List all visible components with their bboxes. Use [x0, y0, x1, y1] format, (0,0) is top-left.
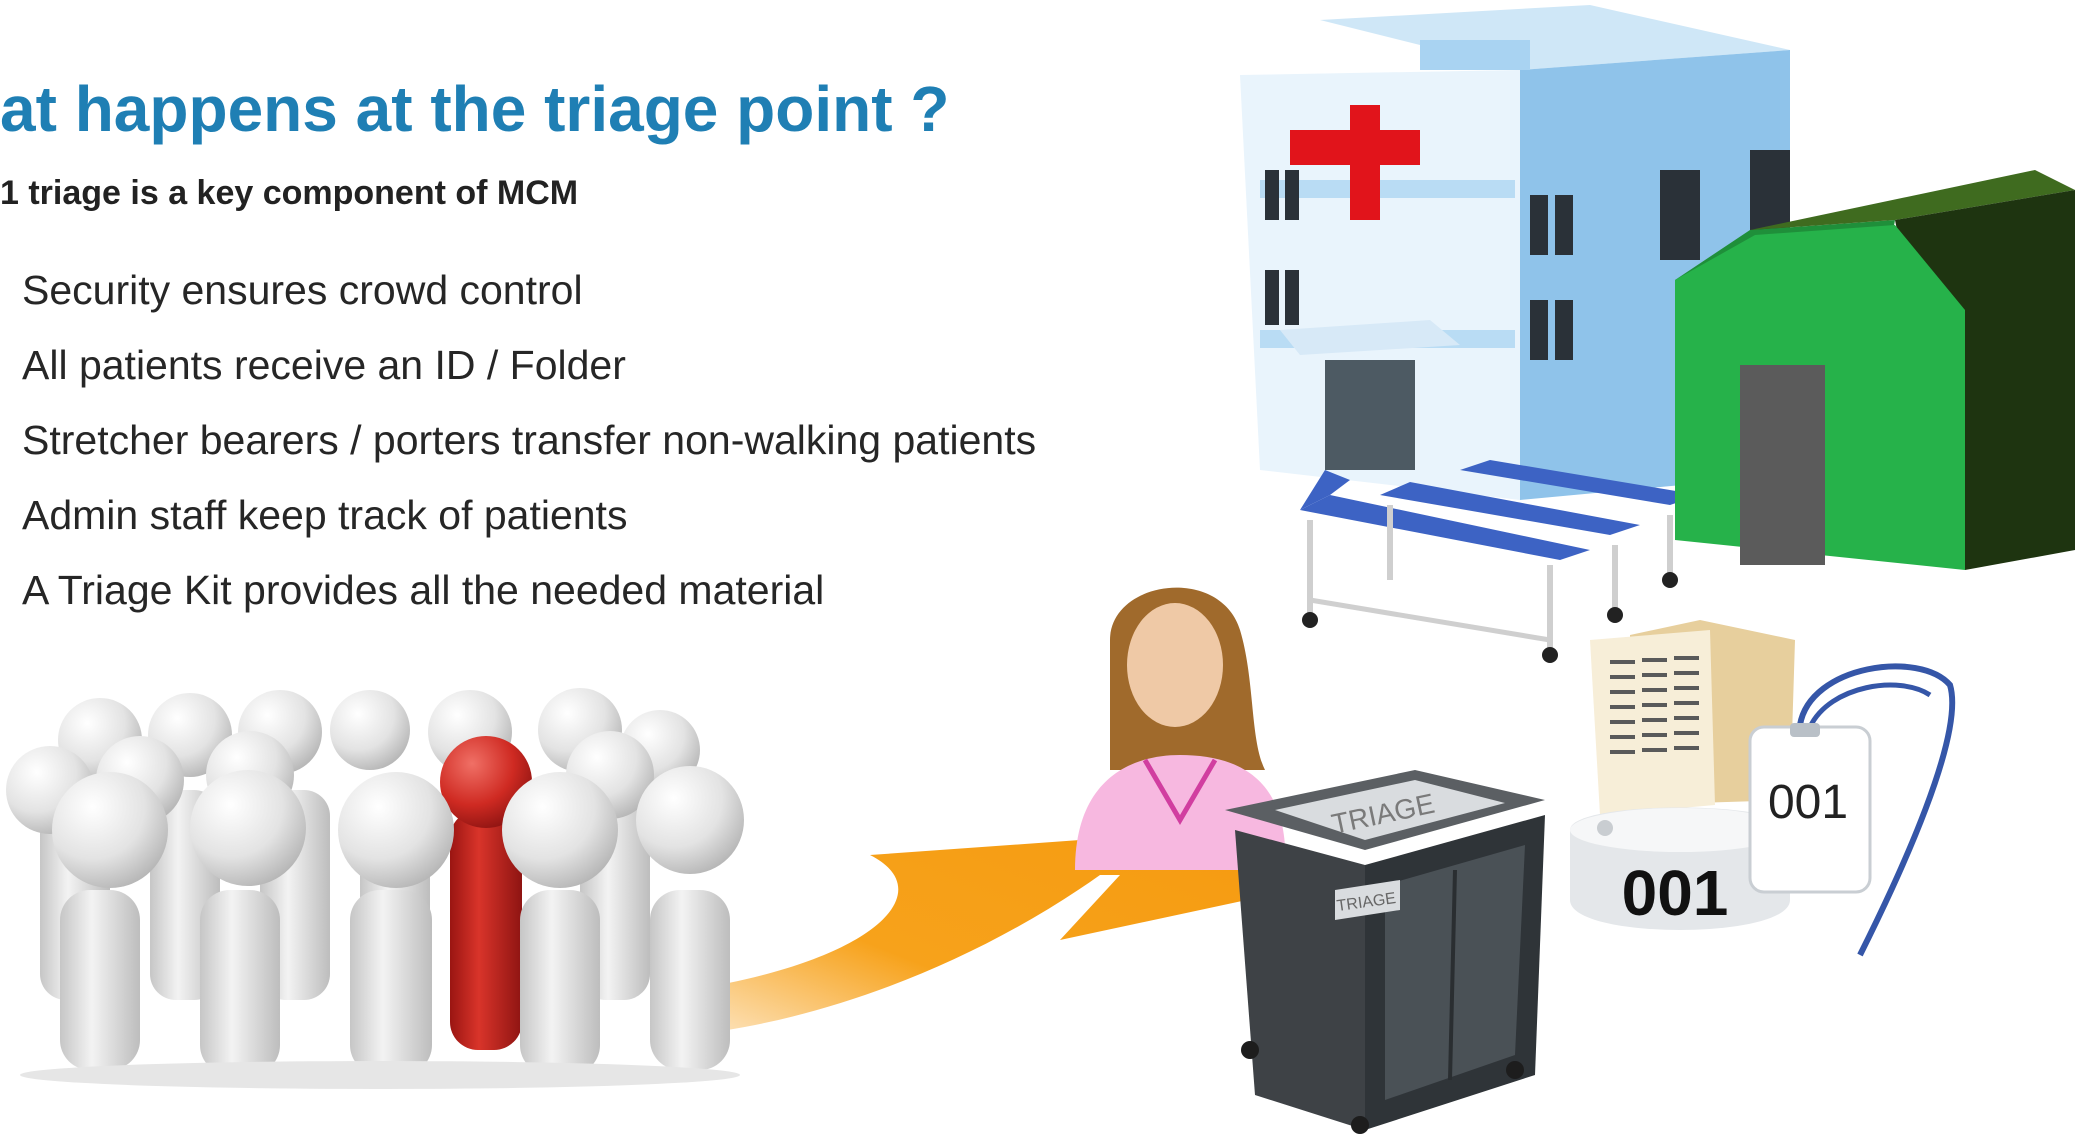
nurse-icon [1075, 587, 1286, 870]
wristband-number: 001 [1622, 857, 1729, 929]
bullet-item: A Triage Kit provides all the needed mat… [22, 567, 825, 613]
stretcher-icon [1300, 460, 1700, 663]
triage-cart-icon: TRIAGE TRIAGE [1225, 770, 1545, 1134]
crowd-icon [6, 688, 744, 1089]
bullet-item: Admin staff keep track of patients [22, 492, 628, 538]
tag-number: 001 [1768, 776, 1848, 829]
slide-subtitle: 1 triage is a key component of MCM [0, 174, 579, 212]
hospital-icon [1240, 5, 1790, 663]
tent-icon [1675, 170, 2075, 570]
bullet-item: Stretcher bearers / porters transfer non… [22, 417, 1037, 463]
bullet-item: Security ensures crowd control [22, 267, 583, 313]
id-tag-icon: 001 [1748, 663, 1956, 957]
wristband-icon: 001 [1570, 807, 1790, 930]
slide-title: at happens at the triage point ? [0, 73, 950, 145]
bullet-item: All patients receive an ID / Folder [22, 342, 626, 388]
bullet-list: Security ensures crowd control All patie… [22, 262, 1036, 637]
